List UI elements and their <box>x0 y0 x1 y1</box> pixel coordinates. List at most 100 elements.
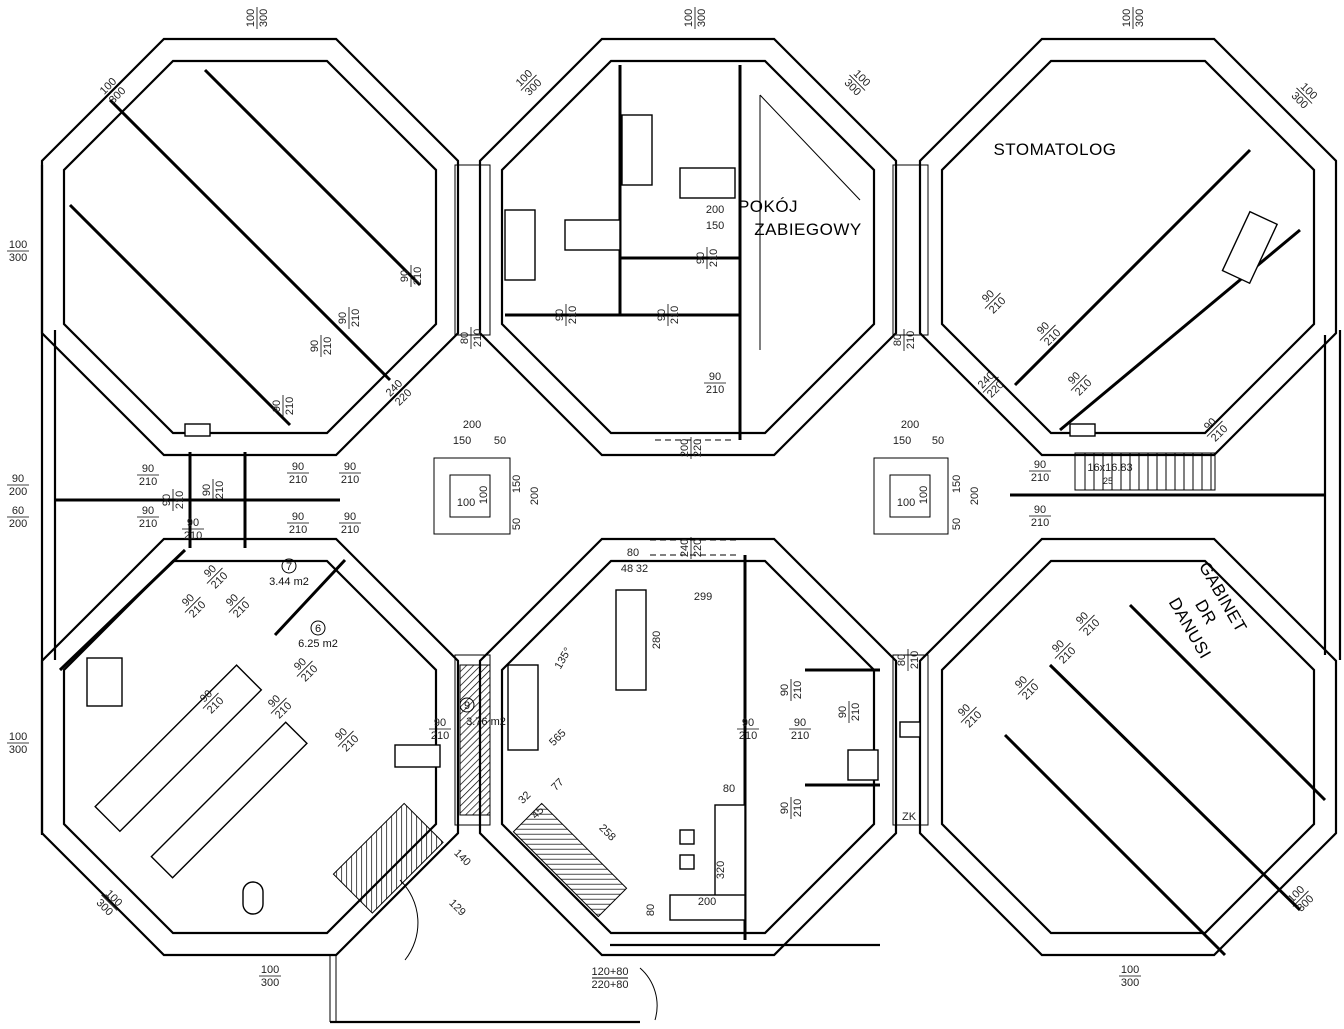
window-size-label-width: 100 <box>9 239 27 251</box>
staircase <box>1074 452 1216 491</box>
window-size-label-width: 60 <box>12 505 24 517</box>
door-size-label-height: 210 <box>669 306 681 324</box>
room-areas: 7 3.44 m2 6 6.25 m2 9 3.76 m2 <box>269 558 506 728</box>
octagon-room-wall <box>500 559 876 935</box>
door-size-label-height: 210 <box>341 524 359 536</box>
door-size-label-height: 210 <box>284 397 296 415</box>
window-size-label-width: 100 <box>1121 964 1139 976</box>
door-size-label-height: 210 <box>909 651 921 669</box>
window-size-label-width: 100 <box>1121 9 1133 27</box>
dimension-label: 200 <box>698 896 716 908</box>
dimension-label: 200 <box>529 487 541 505</box>
window-size-label-height: 300 <box>1121 977 1139 989</box>
door-size-label-width: 90 <box>344 461 356 473</box>
dimension-label: 50 <box>511 518 523 530</box>
door-size-label-height: 210 <box>739 730 757 742</box>
door-size-label-width: 90 <box>344 511 356 523</box>
dimension-label: 150 <box>511 475 523 493</box>
door-size-label-width: 90 <box>434 717 446 729</box>
octagon-room-wall <box>940 559 1316 935</box>
door-size-label-height: 210 <box>1031 472 1049 484</box>
window-size-label-height: 300 <box>9 252 27 264</box>
dimension-label: 100 <box>918 486 930 504</box>
dimension-label: 140 <box>451 847 472 868</box>
door-size-label-height: 210 <box>139 476 157 488</box>
door-size-label-width: 90 <box>399 270 411 282</box>
window-size-label-height: 300 <box>261 977 279 989</box>
stair-size: 16x16.83 <box>1087 462 1132 474</box>
dimension-label: 150 <box>893 435 911 447</box>
door-size-label-width: 90 <box>309 340 321 352</box>
window-size-label-height: 300 <box>696 9 708 27</box>
room-name-stomatolog: STOMATOLOG <box>993 140 1116 159</box>
door-size-label-height: 220 <box>692 539 704 557</box>
dimension-label: 258 <box>596 822 617 843</box>
exterior-walls <box>40 164 1342 1024</box>
dimension-label: 100 <box>457 497 475 509</box>
window-size-label-height: 300 <box>258 9 270 27</box>
dimension-label: 80 <box>645 904 657 916</box>
dimension-label: 200 <box>901 419 919 431</box>
stair-count: 25 <box>1103 476 1113 486</box>
dimension-label: 299 <box>694 591 712 603</box>
window-size-label-height: 300 <box>9 744 27 756</box>
door-size-label-width: 90 <box>779 684 791 696</box>
dimension-label: 50 <box>494 435 506 447</box>
octagonal-rooms <box>40 37 1338 957</box>
dimension-label: 50 <box>951 518 963 530</box>
door-size-label-height: 210 <box>792 681 804 699</box>
room-area: 3.44 m2 <box>269 576 309 588</box>
dimension-label: 200 <box>706 204 724 216</box>
window-size-label-height: 300 <box>1134 9 1146 27</box>
door-size-label-width: 90 <box>837 706 849 718</box>
dimension-label: 135° <box>553 646 575 672</box>
octagon-room-wall <box>62 59 438 435</box>
door-size-label-height: 210 <box>1031 517 1049 529</box>
octagon-room-wall <box>62 559 438 935</box>
door-size-label-height: 210 <box>289 524 307 536</box>
octagon-room-wall <box>918 537 1338 957</box>
door-size-label-height: 210 <box>139 518 157 530</box>
dimension-label: 32 <box>636 563 648 575</box>
door-size-label-height: 220 <box>692 439 704 457</box>
dimension-label: 150 <box>453 435 471 447</box>
dimension-label: 280 <box>651 631 663 649</box>
window-size-label-height: 200 <box>9 518 27 530</box>
dimension-label: 77 <box>549 776 566 793</box>
dimension-label: 565 <box>547 727 568 748</box>
door-size-label-height: 210 <box>289 474 307 486</box>
door-size-label-height: 210 <box>850 703 862 721</box>
door-size-label-height: 210 <box>184 530 202 542</box>
